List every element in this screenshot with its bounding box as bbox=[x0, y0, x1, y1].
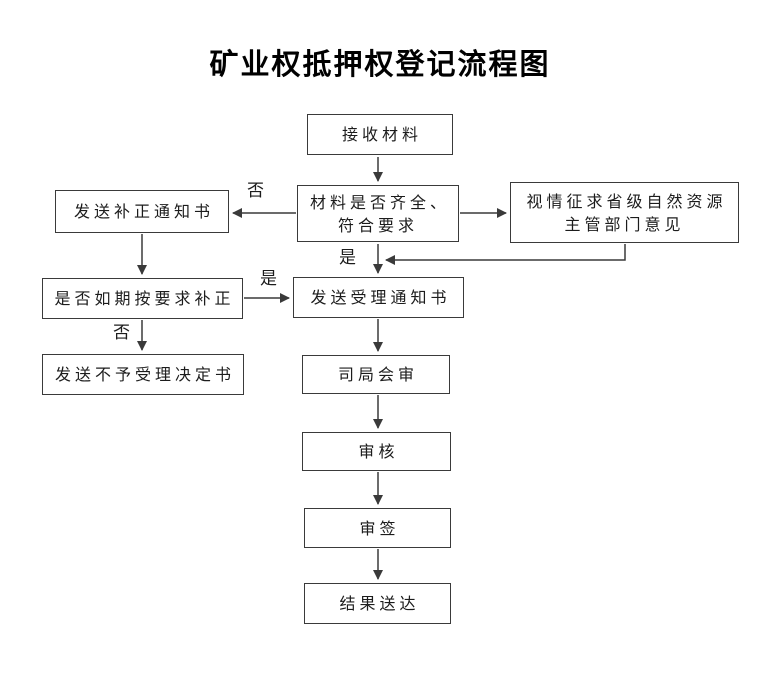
edge-label-supplement-no: 否 bbox=[113, 323, 130, 343]
flow-node-consult-provincial: 视情征求省级自然资源 主管部门意见 bbox=[510, 182, 739, 243]
flow-node-receive-materials: 接收材料 bbox=[307, 114, 453, 155]
flow-node-materials-check: 材料是否齐全、 符合要求 bbox=[297, 185, 459, 242]
edge-consult-to-accept-notice bbox=[385, 244, 626, 265]
flow-node-acceptance-notice: 发送受理通知书 bbox=[293, 277, 464, 318]
edge-label-check-yes: 是 bbox=[339, 248, 356, 268]
edge-label-supplement-yes: 是 bbox=[260, 269, 277, 289]
flow-node-rejection-decision: 发送不予受理决定书 bbox=[42, 354, 244, 395]
flow-node-sign-off: 审签 bbox=[304, 508, 451, 548]
flow-node-deliver-result: 结果送达 bbox=[304, 583, 451, 624]
flow-node-review: 审核 bbox=[302, 432, 451, 471]
flow-node-joint-review: 司局会审 bbox=[302, 355, 450, 394]
flow-node-supplement-check: 是否如期按要求补正 bbox=[42, 278, 243, 319]
diagram-title: 矿业权抵押权登记流程图 bbox=[209, 47, 551, 81]
edge-label-check-no: 否 bbox=[247, 181, 264, 201]
flow-node-supplement-notice: 发送补正通知书 bbox=[55, 190, 229, 233]
